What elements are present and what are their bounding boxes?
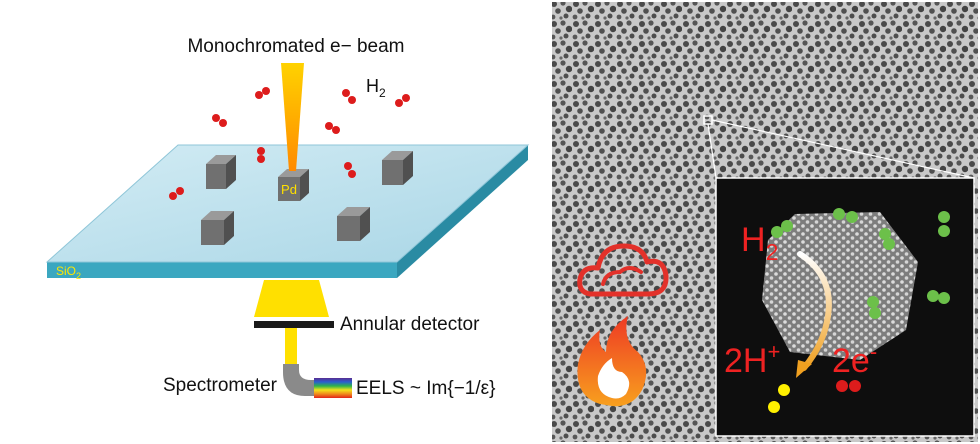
inset-border: [715, 177, 975, 437]
pd-nanoparticle-lattice: [762, 212, 918, 360]
pd-nanocube: [382, 151, 413, 185]
zoom-connector-line: [711, 119, 975, 179]
spectrometer-label: Spectrometer: [163, 375, 278, 396]
eels-label: EELS ~ Im{−1/ε}: [356, 378, 495, 399]
transmitted-beam: [285, 328, 297, 364]
annular-detector: [254, 321, 334, 328]
flame-icon: [577, 316, 647, 407]
detector-label: Annular detector: [340, 314, 480, 335]
substrate-front-face: [47, 262, 397, 278]
h2-reactant-label: H2: [741, 221, 778, 265]
cloud-icon: [577, 243, 669, 297]
arrow-head: [796, 360, 812, 378]
zoom-connector-line: [707, 123, 717, 179]
atomic-resolution-inset: H2 2H+ 2e-: [716, 178, 974, 436]
proton-particle: [768, 401, 780, 413]
proton-particle: [778, 384, 790, 396]
substrate-label: SiO2: [56, 264, 81, 281]
pd-nanocube-probed: Pd: [278, 169, 309, 201]
hydrogen-molecules-inset: [771, 208, 950, 319]
proton-product-label: 2H+: [724, 339, 780, 380]
transmitted-beam-cone: [254, 280, 329, 317]
pd-nanocube: [337, 207, 370, 241]
eels-spectrum: [314, 378, 352, 398]
substrate-top-face: [45, 144, 530, 263]
pd-nanocube: [201, 211, 234, 245]
electron-particle: [849, 380, 861, 392]
electron-product-label: 2e-: [832, 339, 877, 380]
hydrogen-molecules: [169, 87, 410, 200]
pd-label: Pd: [281, 182, 297, 197]
h2-label: H2: [366, 76, 386, 100]
spectrometer-magnet: [283, 364, 314, 396]
electron-particle: [836, 380, 848, 392]
reaction-arrow: [797, 251, 832, 371]
beam-label: Monochromated e− beam: [187, 36, 404, 57]
experiment-schematic: Monochromated e− beam SiO2: [45, 36, 530, 399]
tem-micrograph: H2 2H+ 2e-: [552, 2, 978, 442]
electron-beam: [281, 63, 304, 171]
substrate-side-face: [397, 145, 528, 278]
pd-nanocube: [206, 155, 236, 189]
